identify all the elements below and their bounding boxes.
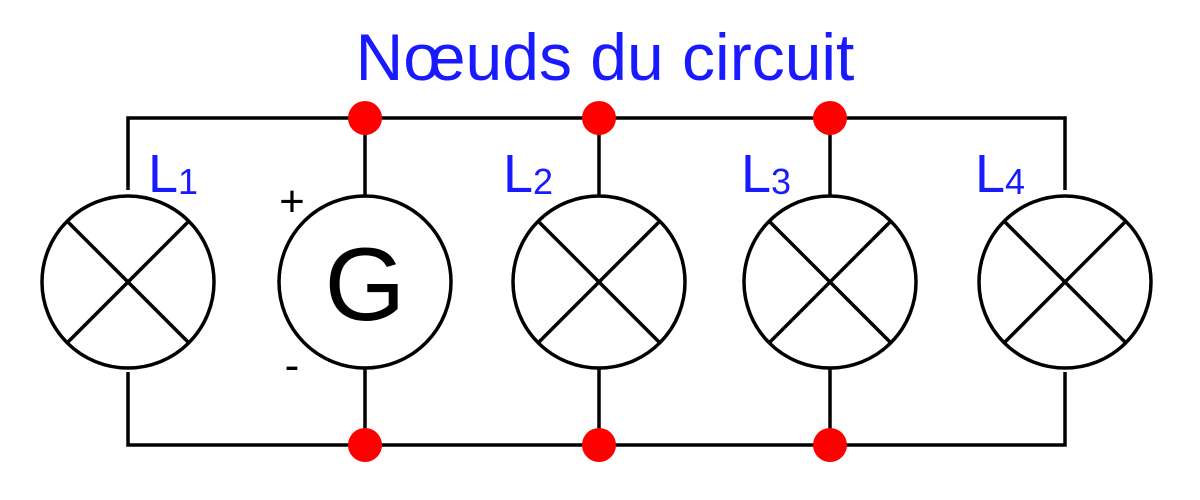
lamp-4-label: L4	[975, 144, 1025, 204]
node-bottom-3	[813, 428, 847, 462]
generator-minus-sign: -	[285, 341, 300, 390]
lamp-3	[742, 194, 918, 370]
diagram-title: Nœuds du circuit	[356, 20, 855, 94]
lamp-1-label: L1	[148, 144, 198, 204]
node-bottom-2	[582, 428, 616, 462]
lamp-3-label: L3	[741, 144, 791, 204]
lamp-2	[511, 194, 687, 370]
lamp-2-label: L2	[503, 144, 553, 204]
generator: G	[277, 194, 453, 370]
lamp-1	[40, 194, 216, 370]
generator-letter: G	[325, 227, 406, 343]
node-top-1	[348, 101, 382, 135]
node-top-2	[582, 101, 616, 135]
node-top-3	[813, 101, 847, 135]
generator-plus-sign: +	[279, 177, 305, 226]
lamp-4	[977, 194, 1153, 370]
node-bottom-1	[348, 428, 382, 462]
